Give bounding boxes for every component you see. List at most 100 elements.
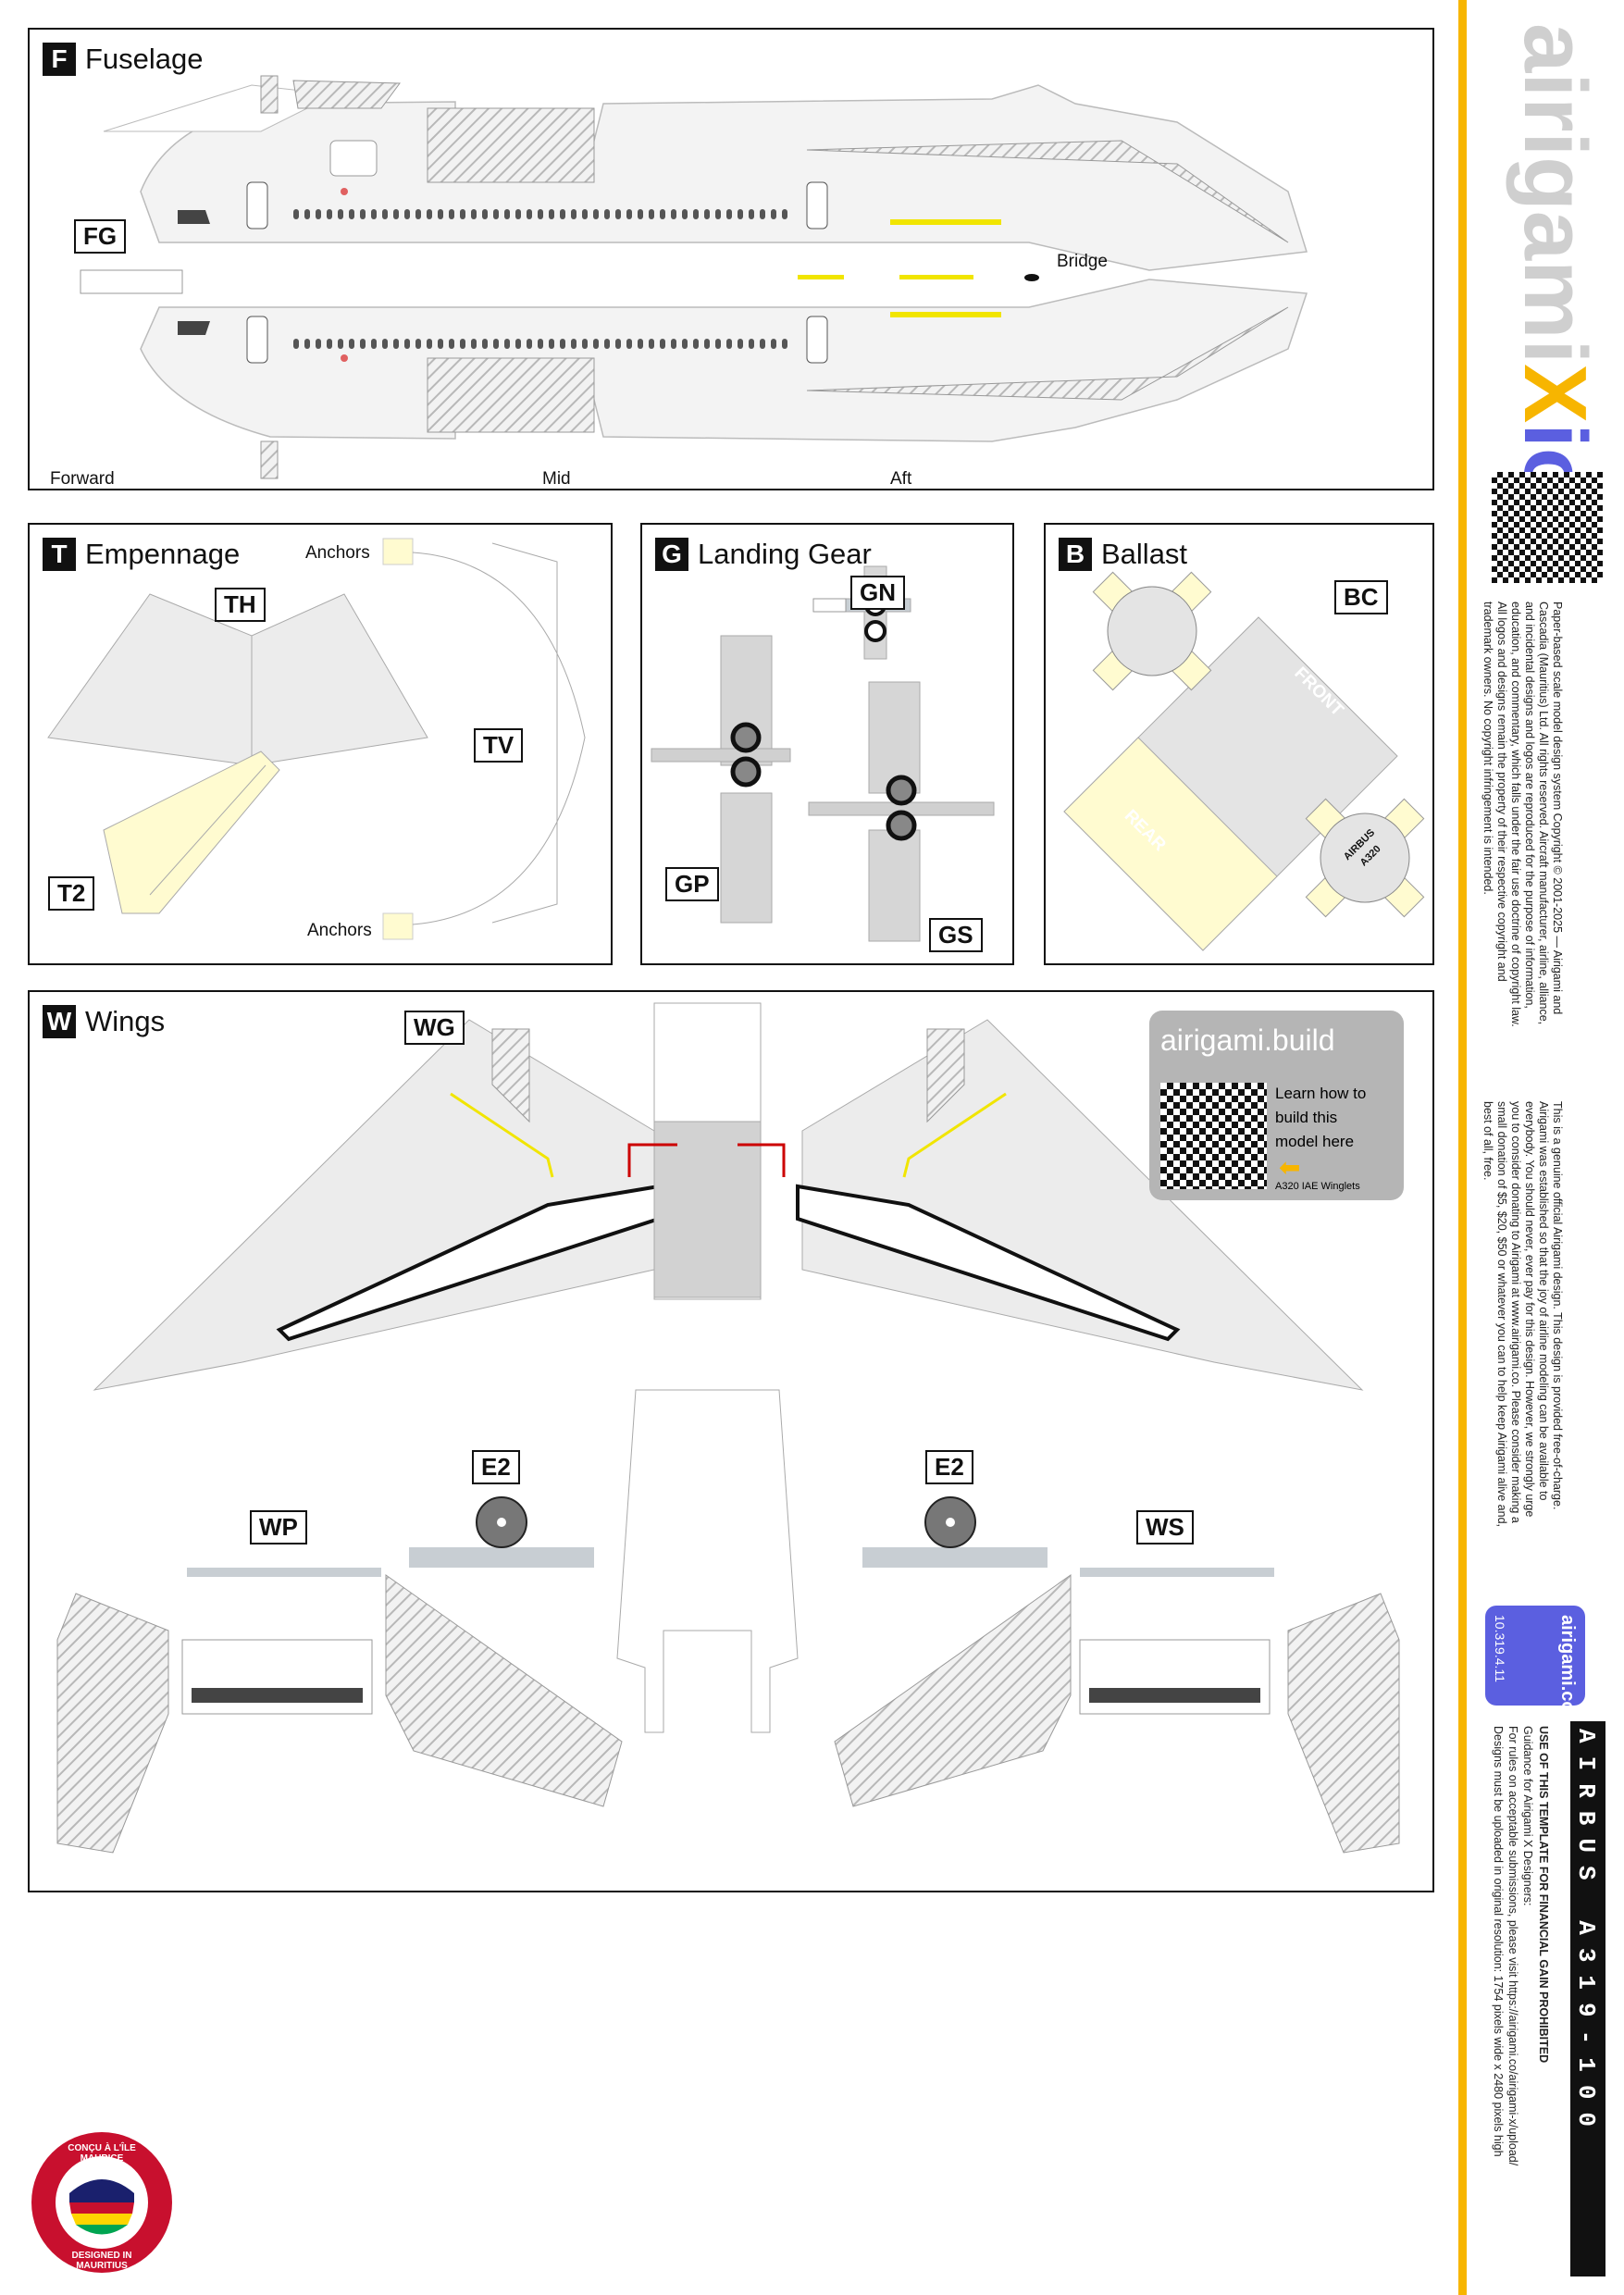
fuselage-window — [593, 209, 599, 219]
fuselage-window — [471, 209, 477, 219]
fuselage-window — [393, 339, 399, 349]
fuselage-window — [560, 339, 565, 349]
fuselage-letter: F — [43, 43, 76, 76]
fuselage-window — [371, 339, 377, 349]
build-card-line2: build this — [1275, 1109, 1338, 1126]
fuselage-window — [493, 209, 499, 219]
fuselage-window — [782, 209, 787, 219]
fuselage-window — [693, 209, 699, 219]
warning-title: USE OF THIS TEMPLATE FOR FINANCIAL GAIN … — [1537, 1726, 1550, 2064]
gp-tag: GP — [665, 867, 719, 901]
model-code-strip: AIRBUS A319-100 — [1570, 1721, 1605, 2276]
fuselage-window — [749, 209, 754, 219]
landing-gear-header: G Landing Gear — [655, 538, 872, 571]
sidebar-logo: airigamiXio — [1504, 23, 1605, 502]
empennage-title: Empennage — [85, 538, 241, 570]
fuselage-window — [427, 209, 432, 219]
fuselage-window — [571, 209, 576, 219]
landing-gear-title: Landing Gear — [698, 538, 872, 570]
sidebar-accent-bar — [1458, 0, 1467, 2295]
fuselage-window — [593, 339, 599, 349]
fuselage-upper-outline — [140, 84, 1308, 271]
gn-tag: GN — [850, 576, 905, 610]
fuselage-window — [449, 339, 454, 349]
th-tag: TH — [215, 588, 266, 622]
fg-tag: FG — [74, 219, 127, 254]
fuselage-window — [660, 339, 665, 349]
fuselage-window — [538, 209, 543, 219]
fuselage-window — [404, 209, 410, 219]
fuselage-window — [604, 209, 610, 219]
copyright-text: Paper-based scale model design system Co… — [1481, 602, 1564, 1027]
fuselage-window — [615, 339, 621, 349]
empennage-letter: T — [43, 538, 76, 571]
fuselage-window — [427, 339, 432, 349]
build-card-brand: airigami.build — [1160, 1023, 1335, 1057]
fuselage-window — [604, 339, 610, 349]
ballast-panel: B Ballast BC FRONT REAR AIRBUS A320 — [1044, 523, 1434, 965]
fuselage-window — [293, 209, 299, 219]
fuselage-window — [327, 339, 332, 349]
fuselage-window — [360, 209, 366, 219]
fuselage-window — [371, 209, 377, 219]
fuselage-window — [638, 339, 643, 349]
fuselage-title: Fuselage — [85, 43, 204, 75]
mid-label: Mid — [542, 469, 571, 489]
fuselage-window — [704, 209, 710, 219]
gs-tag: GS — [929, 918, 983, 952]
fuselage-window — [438, 209, 443, 219]
build-card-qr — [1160, 1083, 1267, 1189]
fuselage-window — [704, 339, 710, 349]
fuselage-window — [438, 339, 443, 349]
badge-brand: airigami.co — [1557, 1615, 1578, 1713]
fuselage-window — [304, 209, 310, 219]
fuselage-window — [649, 209, 654, 219]
build-card[interactable]: airigami.build Learn how to build this m… — [1149, 1011, 1404, 1200]
fuselage-window — [571, 339, 576, 349]
fuselage-window — [671, 209, 676, 219]
fuselage-window — [338, 209, 343, 219]
fuselage-window — [693, 339, 699, 349]
anchors-top-label: Anchors — [305, 543, 370, 563]
empennage-header: T Empennage — [43, 538, 240, 571]
fuselage-window — [549, 339, 554, 349]
e2-right-tag: E2 — [925, 1450, 973, 1484]
fuselage-window — [715, 209, 721, 219]
fuselage-drawing — [80, 75, 1308, 479]
fuselage-window — [493, 339, 499, 349]
fuselage-window — [382, 209, 388, 219]
ballast-letter: B — [1059, 538, 1092, 571]
sidebar-logo-accent: X — [1506, 364, 1605, 424]
fuselage-window — [482, 209, 488, 219]
fuselage-window — [660, 209, 665, 219]
fuselage-window — [460, 209, 465, 219]
fuselage-window — [460, 339, 465, 349]
wings-header: W Wings — [43, 1005, 165, 1038]
fuselage-window — [515, 209, 521, 219]
fuselage-window — [726, 339, 732, 349]
fuselage-window — [582, 209, 588, 219]
ballast-header: B Ballast — [1059, 538, 1187, 571]
fuselage-window — [582, 339, 588, 349]
bridge-label: Bridge — [1057, 252, 1108, 271]
fuselage-lower-outline — [140, 279, 1308, 442]
fuselage-window — [382, 339, 388, 349]
fuselage-window — [771, 339, 776, 349]
fuselage-window — [316, 209, 321, 219]
bc-tag: BC — [1334, 580, 1388, 614]
fuselage-window — [316, 339, 321, 349]
arrow-left-icon: ⬅ — [1279, 1152, 1301, 1183]
fuselage-window — [349, 339, 354, 349]
fuselage-window — [738, 209, 743, 219]
fuselage-window — [715, 339, 721, 349]
empennage-drawing — [47, 538, 586, 940]
fuselage-window — [726, 209, 732, 219]
fuselage-window — [782, 339, 787, 349]
model-code-text: AIRBUS A319-100 — [1572, 1729, 1600, 2140]
fuselage-window — [649, 339, 654, 349]
fuselage-window — [482, 339, 488, 349]
fuselage-window — [293, 339, 299, 349]
fuselage-window — [327, 209, 332, 219]
fuselage-window — [415, 209, 421, 219]
landing-gear-panel: G Landing Gear GN GP GS — [640, 523, 1014, 965]
